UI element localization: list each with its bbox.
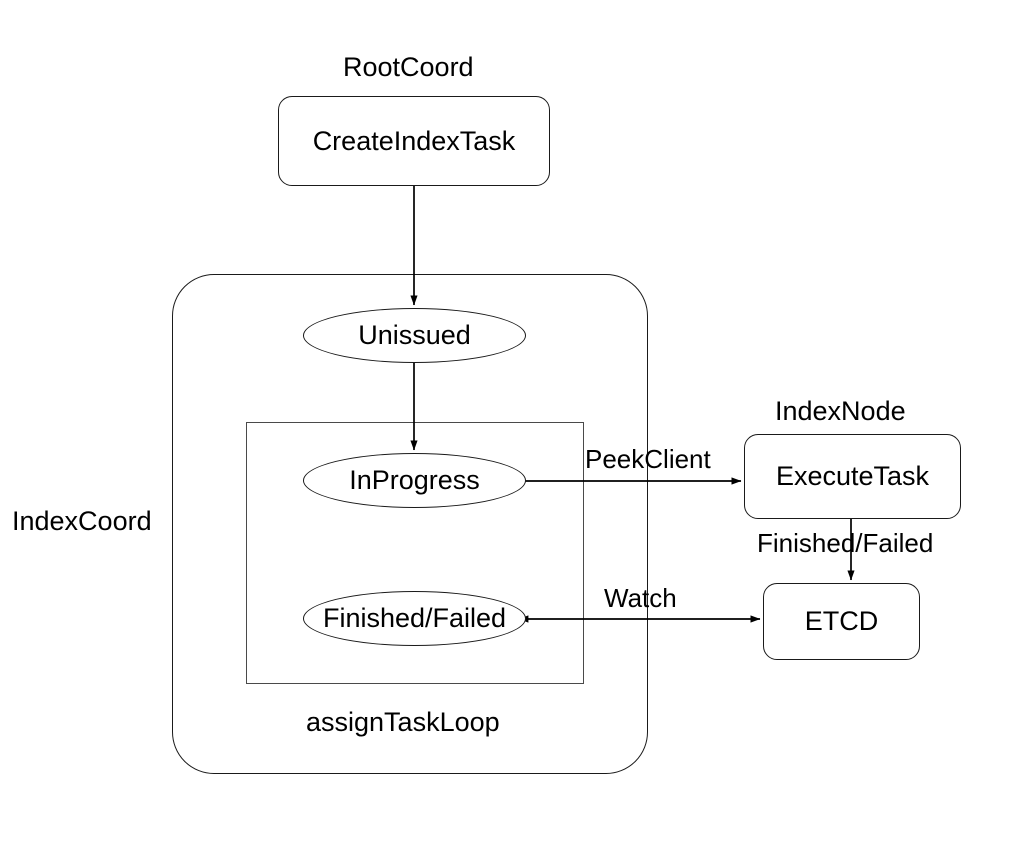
edge-label-finished-failed: Finished/Failed xyxy=(757,528,934,558)
node-label-unissued: Unissued xyxy=(358,320,471,350)
edge-label-peek-client: PeekClient xyxy=(585,444,711,474)
container-assign-task-loop xyxy=(246,422,584,684)
node-label-create-index-task: CreateIndexTask xyxy=(312,125,516,156)
node-etcd[interactable]: ETCD xyxy=(763,583,920,660)
node-create-index-task[interactable]: CreateIndexTask xyxy=(278,96,550,186)
node-unissued[interactable]: Unissued xyxy=(303,308,526,363)
node-execute-task[interactable]: ExecuteTask xyxy=(744,434,961,519)
node-label-execute-task: ExecuteTask xyxy=(775,461,930,491)
node-finished-failed[interactable]: Finished/Failed xyxy=(303,591,526,646)
group-label-root-coord: RootCoord xyxy=(343,52,474,82)
container-label-assign-task-loop: assignTaskLoop xyxy=(306,707,500,737)
node-label-in-progress: InProgress xyxy=(349,465,480,495)
group-label-index-node: IndexNode xyxy=(775,396,906,426)
node-label-etcd: ETCD xyxy=(804,606,879,636)
node-label-finished-failed: Finished/Failed xyxy=(322,603,507,633)
node-in-progress[interactable]: InProgress xyxy=(303,453,526,508)
container-label-index-coord: IndexCoord xyxy=(12,506,152,536)
container-index-coord xyxy=(172,274,648,774)
edge-label-watch: Watch xyxy=(604,583,677,613)
